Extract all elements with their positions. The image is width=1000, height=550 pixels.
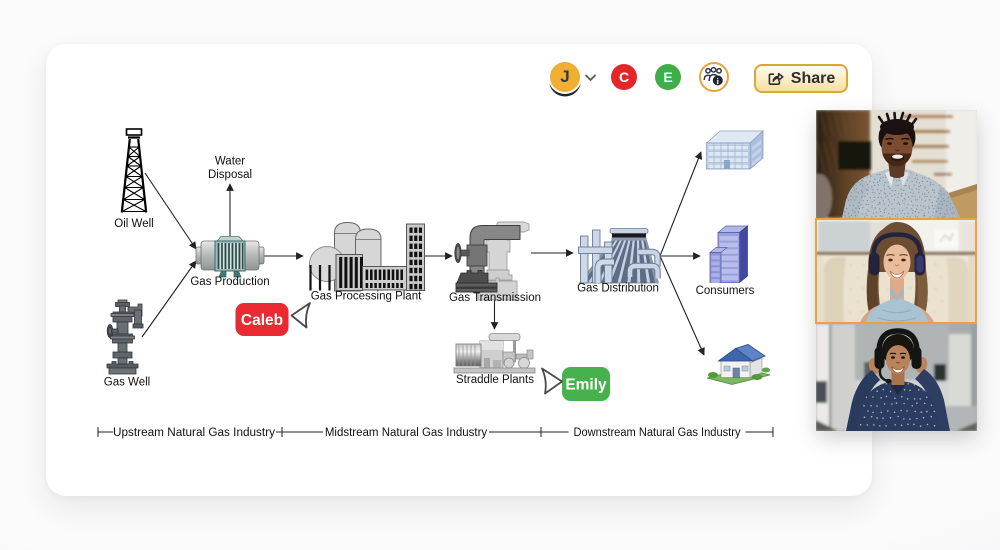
- svg-text:Downstream Natural Gas Industr: Downstream Natural Gas Industry: [574, 427, 741, 439]
- svg-text:Gas Processing Plant: Gas Processing Plant: [311, 291, 422, 303]
- svg-text:Emily: Emily: [565, 377, 607, 394]
- svg-text:Oil Well: Oil Well: [114, 218, 153, 230]
- svg-text:Gas Well: Gas Well: [104, 377, 150, 389]
- svg-text:Disposal: Disposal: [208, 169, 252, 181]
- svg-text:Consumers: Consumers: [696, 285, 755, 297]
- svg-text:Straddle Plants: Straddle Plants: [456, 374, 534, 386]
- svg-text:Gas Production: Gas Production: [190, 276, 269, 288]
- svg-text:i: i: [717, 77, 720, 86]
- svg-text:Gas Distribution: Gas Distribution: [577, 283, 659, 295]
- svg-text:Gas Transmission: Gas Transmission: [449, 292, 541, 304]
- svg-text:Upstream Natural Gas Industry: Upstream Natural Gas Industry: [113, 427, 275, 439]
- svg-text:Midstream Natural Gas Industry: Midstream Natural Gas Industry: [325, 427, 488, 439]
- svg-text:Water: Water: [215, 156, 245, 168]
- svg-text:Caleb: Caleb: [241, 312, 283, 329]
